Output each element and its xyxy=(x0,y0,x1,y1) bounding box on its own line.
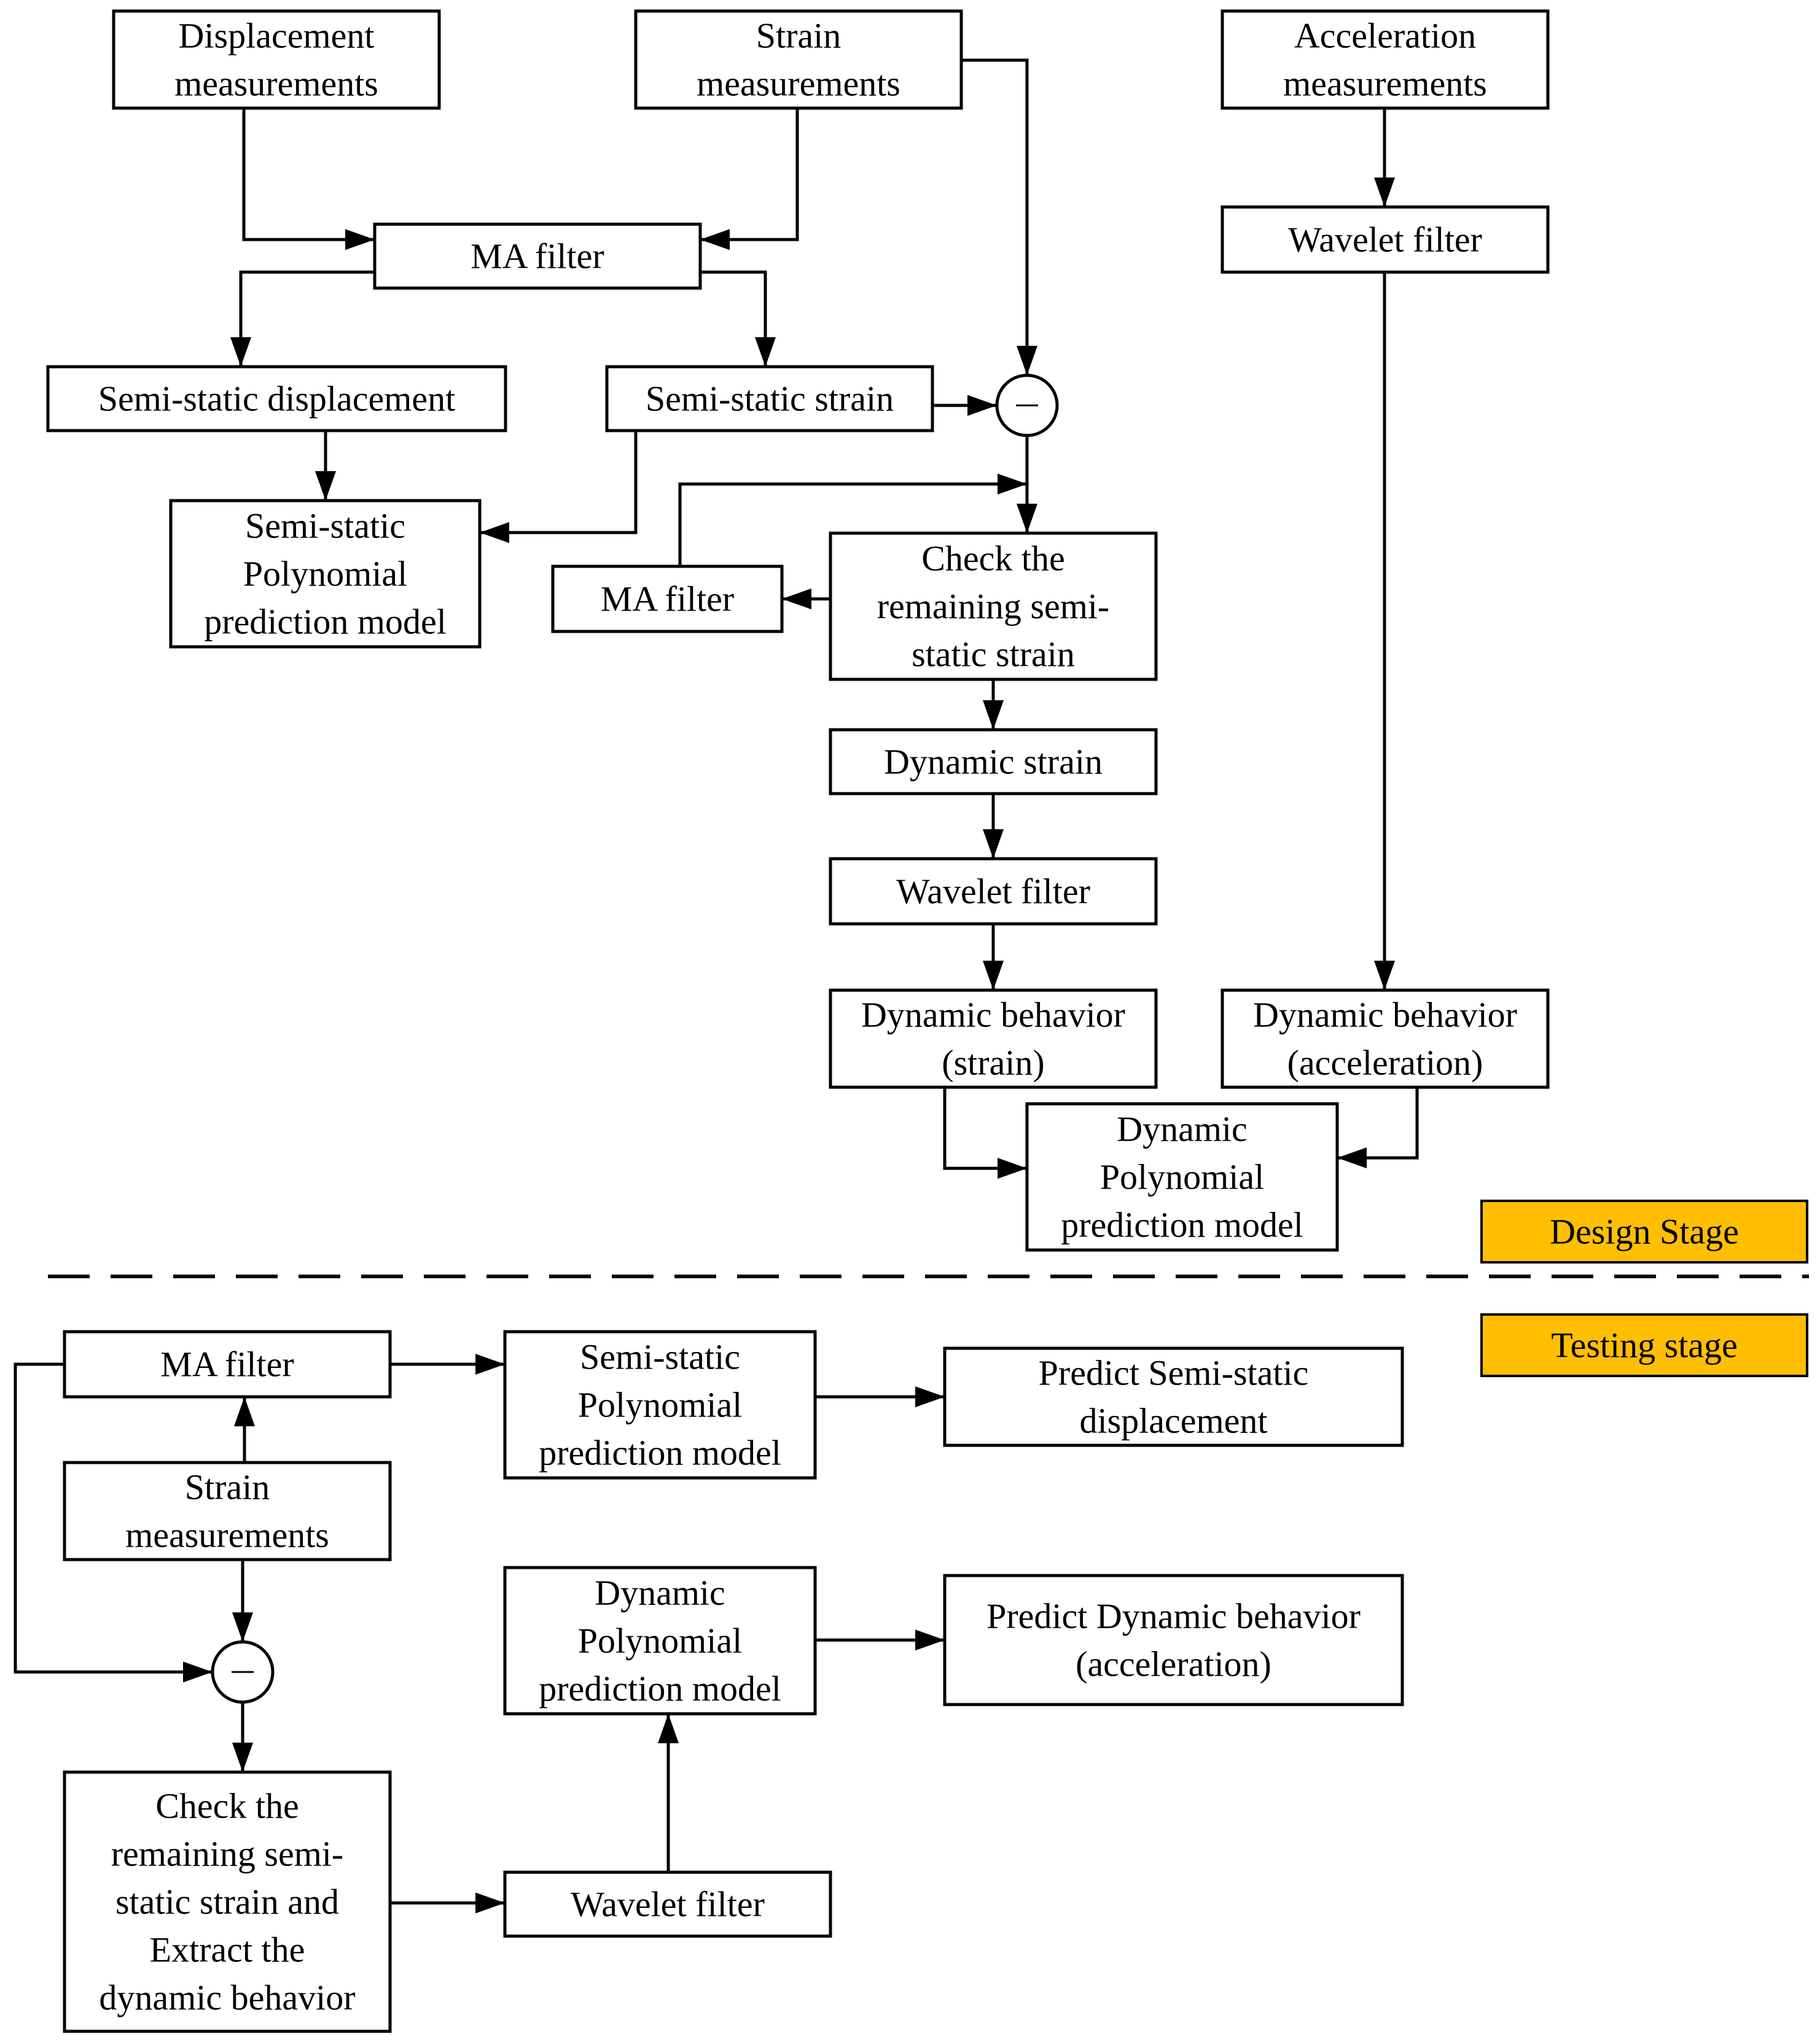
arrow-behavior-accel-to-dynamic-model xyxy=(1337,1087,1419,1168)
design-displacement-measurements-line-2: measurements xyxy=(174,64,378,104)
testing-strain-measurements-box: Strain measurements xyxy=(63,1461,392,1561)
design-dynamic-behavior-strain-line-2: (strain) xyxy=(942,1043,1045,1083)
design-stage-label: Design Stage xyxy=(1480,1200,1808,1264)
design-semi-static-strain-line-1: Semi-static strain xyxy=(646,379,894,419)
connectors xyxy=(14,58,1809,1913)
design-ma-filter-check-line-1: MA filter xyxy=(601,579,734,619)
testing-check-extract-line-1: Check the xyxy=(155,1786,299,1826)
design-check-remaining-line-2: remaining semi- xyxy=(877,587,1110,627)
design-acceleration-measurements-line-1: Acceleration xyxy=(1294,16,1476,56)
design-strain-measurements-line-1: Strain xyxy=(756,16,842,56)
arrow-displacement-to-ma-filter xyxy=(242,108,375,250)
testing-dynamic-model-line-1: Dynamic xyxy=(595,1573,725,1613)
arrow-behavior-strain-to-dynamic-model xyxy=(943,1087,1027,1179)
testing-check-extract-line-4: Extract the xyxy=(150,1930,305,1970)
arrow-strain-to-ma-filter xyxy=(700,108,799,250)
design-wavelet-filter-accel-line-1: Wavelet filter xyxy=(1288,220,1482,260)
design-dynamic-model-line-2: Polynomial xyxy=(1100,1157,1264,1197)
testing-predict-dynamic-box: Predict Dynamic behavior (acceleration) xyxy=(943,1574,1404,1706)
design-displacement-measurements-box: Displacement measurements xyxy=(112,9,441,110)
design-wavelet-filter-strain-box: Wavelet filter xyxy=(829,857,1158,926)
design-ma-filter-box: MA filter xyxy=(373,222,702,290)
design-wavelet-filter-strain-line-1: Wavelet filter xyxy=(896,872,1090,912)
arrow-strain-to-subtract xyxy=(961,58,1037,375)
arrow-ma-filter-to-semi-static-displacement xyxy=(230,270,375,367)
design-dynamic-behavior-accel-line-2: (acceleration) xyxy=(1287,1043,1483,1083)
design-dynamic-behavior-strain-box: Dynamic behavior (strain) xyxy=(829,988,1158,1089)
nodes: DisplacementmeasurementsStrainmeasuremen… xyxy=(46,9,1808,2033)
testing-check-extract-line-3: static strain and xyxy=(115,1882,339,1922)
testing-semi-static-model-line-3: prediction model xyxy=(539,1433,781,1473)
design-semi-static-displacement-box: Semi-static displacement xyxy=(46,365,507,432)
testing-subtract-junction xyxy=(211,1640,275,1704)
arrow-testing-ma-filter-to-subtract xyxy=(14,1362,213,1682)
testing-strain-measurements-line-1: Strain xyxy=(185,1467,270,1507)
testing-predict-semi-static-box: Predict Semi-static displacement xyxy=(943,1346,1404,1447)
design-check-remaining-box: Check the remaining semi-static strain xyxy=(829,531,1158,681)
testing-semi-static-model-line-2: Polynomial xyxy=(578,1385,742,1425)
design-strain-measurements-box: Strain measurements xyxy=(634,9,963,110)
design-acceleration-measurements-box: Acceleration measurements xyxy=(1220,9,1550,110)
design-semi-static-displacement-line-1: Semi-static displacement xyxy=(98,379,455,419)
design-ma-filter-line-1: MA filter xyxy=(471,236,604,276)
design-dynamic-strain-box: Dynamic strain xyxy=(829,728,1158,795)
design-dynamic-behavior-strain-line-1: Dynamic behavior xyxy=(861,995,1125,1035)
design-check-remaining-line-1: Check the xyxy=(921,539,1065,579)
design-dynamic-model-line-3: prediction model xyxy=(1061,1205,1303,1245)
testing-check-extract-box: Check the remaining semi-static strain an… xyxy=(63,1770,392,2033)
testing-semi-static-model-line-1: Semi-static xyxy=(580,1337,740,1377)
design-strain-measurements-line-2: measurements xyxy=(697,64,900,104)
design-check-remaining-line-3: static strain xyxy=(912,635,1075,674)
design-dynamic-behavior-accel-line-1: Dynamic behavior xyxy=(1253,995,1517,1035)
testing-ma-filter-box: MA filter xyxy=(63,1330,392,1399)
testing-wavelet-filter-box: Wavelet filter xyxy=(503,1870,832,1938)
testing-dynamic-model-line-2: Polynomial xyxy=(578,1621,742,1661)
testing-strain-measurements-line-2: measurements xyxy=(125,1515,329,1555)
arrow-ma-filter-feedback-to-check xyxy=(678,474,1027,566)
testing-stage-label: Testing stage xyxy=(1480,1313,1808,1377)
design-semi-static-model-line-3: prediction model xyxy=(204,602,447,642)
arrow-semi-static-strain-to-model xyxy=(480,431,638,543)
testing-predict-dynamic-line-1: Predict Dynamic behavior xyxy=(986,1596,1361,1636)
testing-predict-dynamic-line-2: (acceleration) xyxy=(1076,1644,1271,1684)
design-dynamic-behavior-accel-box: Dynamic behavior (acceleration) xyxy=(1220,988,1550,1089)
design-subtract-junction xyxy=(995,373,1059,437)
testing-check-extract-line-2: remaining semi- xyxy=(111,1834,344,1874)
design-wavelet-filter-accel-box: Wavelet filter xyxy=(1220,205,1550,274)
design-semi-static-model-line-1: Semi-static xyxy=(245,506,405,546)
testing-predict-semi-static-line-1: Predict Semi-static xyxy=(1039,1353,1309,1393)
design-semi-static-model-line-2: Polynomial xyxy=(243,554,407,594)
design-displacement-measurements-line-1: Displacement xyxy=(179,16,375,56)
testing-wavelet-filter-line-1: Wavelet filter xyxy=(571,1885,765,1924)
testing-dynamic-model-line-3: prediction model xyxy=(539,1669,781,1709)
testing-stage-label-text: Testing stage xyxy=(1551,1326,1738,1365)
testing-ma-filter-line-1: MA filter xyxy=(160,1345,294,1385)
design-ma-filter-check-box: MA filter xyxy=(551,564,784,633)
design-dynamic-model-line-1: Dynamic xyxy=(1117,1109,1248,1149)
design-acceleration-measurements-line-2: measurements xyxy=(1283,64,1487,104)
arrow-ma-filter-to-semi-static-strain xyxy=(700,270,776,367)
design-stage-label-text: Design Stage xyxy=(1550,1212,1739,1252)
testing-check-extract-line-5: dynamic behavior xyxy=(99,1978,355,2018)
testing-predict-semi-static-line-2: displacement xyxy=(1079,1401,1267,1441)
design-semi-static-strain-box: Semi-static strain xyxy=(605,365,934,432)
design-dynamic-strain-line-1: Dynamic strain xyxy=(884,742,1103,782)
